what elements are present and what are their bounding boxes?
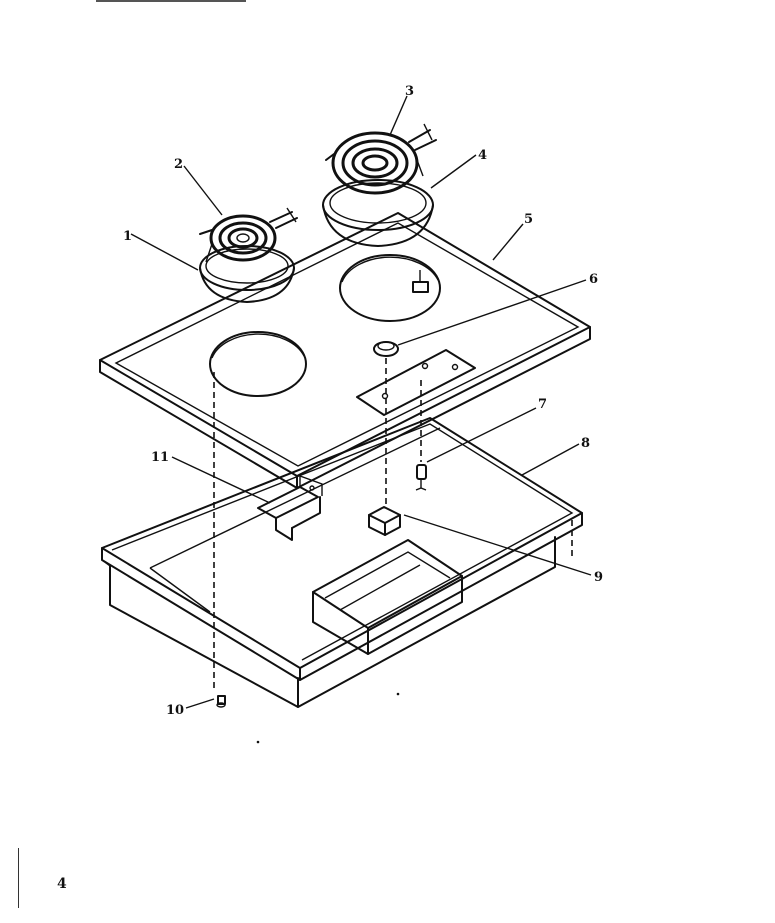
- callout-2: 2: [174, 157, 183, 172]
- page-number: 4: [57, 876, 67, 892]
- callout-1: 1: [123, 229, 132, 244]
- callout-5: 5: [524, 212, 533, 227]
- callout-4: 4: [478, 148, 487, 163]
- cooktop-panel: [99, 212, 591, 489]
- callout-9: 9: [594, 570, 603, 585]
- speck: [256, 740, 260, 744]
- callout-3: 3: [405, 84, 414, 99]
- mounting-bracket: [257, 475, 323, 541]
- cooktop-box: [101, 417, 583, 708]
- surface-element-small: [199, 207, 298, 263]
- alignment-lines: [213, 358, 573, 690]
- burner-opening-front-left: [209, 331, 307, 397]
- terminal-block: [368, 506, 401, 536]
- thermostat-connector: [415, 464, 427, 491]
- speck: [396, 692, 400, 696]
- junction-box: [312, 539, 463, 655]
- callout-6: 6: [589, 272, 598, 287]
- control-plate: [356, 349, 476, 416]
- scan-edge-rule: [96, 0, 246, 2]
- callout-7: 7: [538, 397, 547, 412]
- callout-10: 10: [166, 703, 184, 718]
- burner-opening-rear-right: [339, 254, 441, 322]
- drip-bowl-small: [199, 245, 295, 303]
- leader-lines: [130, 95, 592, 709]
- mounting-screw: [216, 695, 226, 708]
- surface-element-large: [325, 123, 437, 195]
- indicator-knob: [373, 341, 399, 357]
- callout-8: 8: [581, 436, 590, 451]
- callout-11: 11: [151, 450, 169, 465]
- drip-bowl-large: [322, 179, 434, 247]
- margin-rule: [18, 848, 19, 908]
